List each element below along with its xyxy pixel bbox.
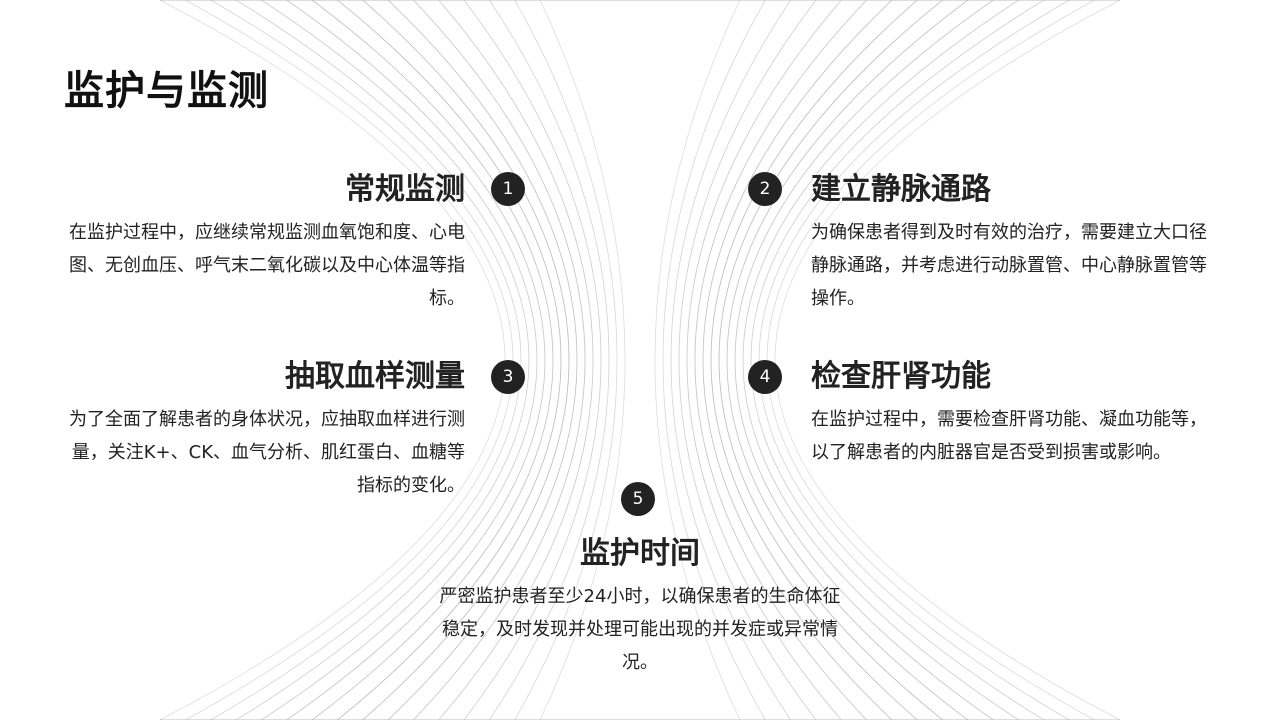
- item-1-title: 常规监测: [345, 172, 465, 207]
- page-title: 监护与监测: [64, 68, 269, 114]
- arc-line-left: [438, 0, 594, 720]
- item-5-title: 监护时间: [580, 536, 700, 571]
- item-5-number-badge: 5: [621, 482, 655, 516]
- arc-line-left: [488, 0, 610, 720]
- item-1-desc: 在监护过程中，应继续常规监测血氧饱和度、心电图、无创血压、呼气末二氧化碳以及中心…: [69, 222, 465, 309]
- arc-line-right: [742, 0, 1019, 720]
- arc-line-right: [686, 0, 842, 720]
- arc-line-right: [710, 0, 918, 720]
- item-4-desc: 在监护过程中，需要检查肝肾功能、凝血功能等，以了解患者的内脏器官是否受到损害或影…: [811, 409, 1207, 463]
- arc-line-right: [678, 0, 817, 720]
- arc-line-left: [261, 0, 538, 720]
- arc-line-left: [235, 0, 530, 720]
- item-4: 检查肝肾功能 在监护过程中，需要检查肝肾功能、凝血功能等，以了解患者的内脏器官是…: [811, 357, 1216, 469]
- arc-line-left: [539, 0, 626, 720]
- item-3-title: 抽取血样测量: [285, 359, 465, 394]
- item-5: 监护时间 严密监护患者至少24小时，以确保患者的生命体征稳定，及时发现并处理可能…: [434, 534, 846, 679]
- arc-line-left: [210, 0, 522, 720]
- arc-line-right: [758, 0, 1070, 720]
- arc-line-left: [362, 0, 570, 720]
- arc-line-left: [311, 0, 554, 720]
- item-1-number-badge: 1: [491, 172, 525, 206]
- arc-line-left: [413, 0, 586, 720]
- arc-line-left: [514, 0, 618, 720]
- item-3: 抽取血样测量 为了全面了解患者的身体状况，应抽取血样进行测量，关注K+、CK、血…: [60, 357, 465, 502]
- arc-line-right: [662, 0, 766, 720]
- arc-line-right: [670, 0, 792, 720]
- arc-line-right: [774, 0, 1121, 720]
- item-3-number-badge: 3: [491, 360, 525, 394]
- arc-line-right: [750, 0, 1045, 720]
- item-2-number-badge: 2: [748, 172, 782, 206]
- arc-line-left: [337, 0, 562, 720]
- arc-line-left: [387, 0, 578, 720]
- item-2-desc: 为确保患者得到及时有效的治疗，需要建立大口径静脉通路，并考虑进行动脉置管、中心静…: [811, 222, 1207, 309]
- item-4-number-badge: 4: [748, 360, 782, 394]
- item-5-desc: 严密监护患者至少24小时，以确保患者的生命体征稳定，及时发现并处理可能出现的并发…: [439, 586, 841, 673]
- arc-line-right: [734, 0, 994, 720]
- arc-line-left: [463, 0, 602, 720]
- item-4-title: 检查肝肾功能: [811, 359, 991, 394]
- arc-line-right: [726, 0, 969, 720]
- item-2-title: 建立静脉通路: [811, 172, 991, 207]
- arc-line-right: [654, 0, 741, 720]
- arc-line-left: [286, 0, 546, 720]
- item-1: 常规监测 在监护过程中，应继续常规监测血氧饱和度、心电图、无创血压、呼气末二氧化…: [60, 170, 465, 315]
- item-3-desc: 为了全面了解患者的身体状况，应抽取血样进行测量，关注K+、CK、血气分析、肌红蛋…: [69, 409, 465, 496]
- arc-line-right: [702, 0, 893, 720]
- arc-line-right: [718, 0, 943, 720]
- item-2: 建立静脉通路 为确保患者得到及时有效的治疗，需要建立大口径静脉通路，并考虑进行动…: [811, 170, 1216, 315]
- arc-line-right: [694, 0, 867, 720]
